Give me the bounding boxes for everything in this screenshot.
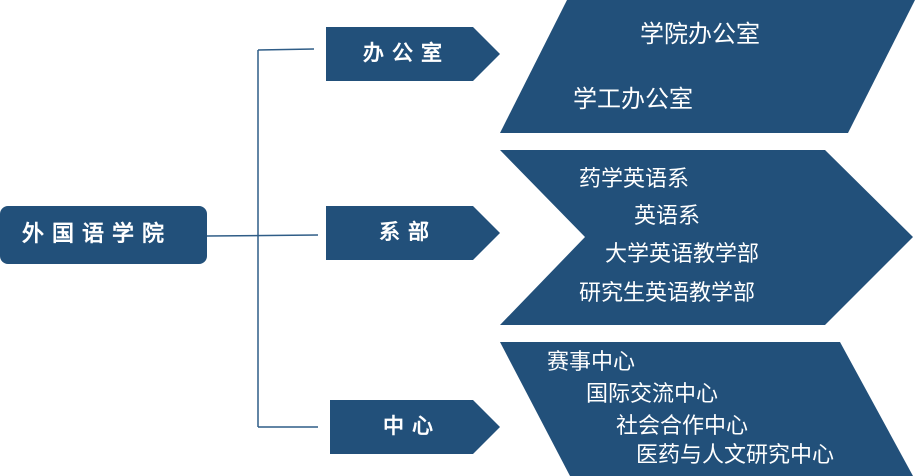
- list-item: 大学英语教学部: [605, 242, 760, 267]
- branch-label-dept: 系部: [379, 220, 437, 244]
- panel-dept: [500, 150, 913, 325]
- branch-arrow-dept: [326, 206, 500, 260]
- list-item: 国际交流中心: [586, 382, 719, 407]
- connector-office: [257, 48, 315, 51]
- list-item: 学工办公室: [573, 85, 693, 113]
- connector-root: [206, 234, 319, 237]
- branch-arrow-center: [330, 400, 500, 454]
- root-box: [0, 206, 207, 264]
- list-item: 赛事中心: [547, 350, 636, 375]
- branch-arrow-office: [326, 27, 500, 81]
- panel-center: [500, 342, 913, 476]
- list-item: 英语系: [634, 204, 701, 229]
- list-item: 医药与人文研究中心: [636, 443, 835, 468]
- list-item: 药学英语系: [579, 167, 690, 192]
- list-item: 研究生英语教学部: [579, 281, 756, 306]
- branch-label-office: 办公室: [363, 41, 450, 65]
- branch-label-center: 中心: [383, 414, 441, 438]
- list-item: 学院办公室: [640, 20, 760, 48]
- root-label: 外国语学院: [22, 222, 173, 247]
- panel-office: [500, 0, 915, 133]
- list-item: 社会合作中心: [616, 414, 749, 439]
